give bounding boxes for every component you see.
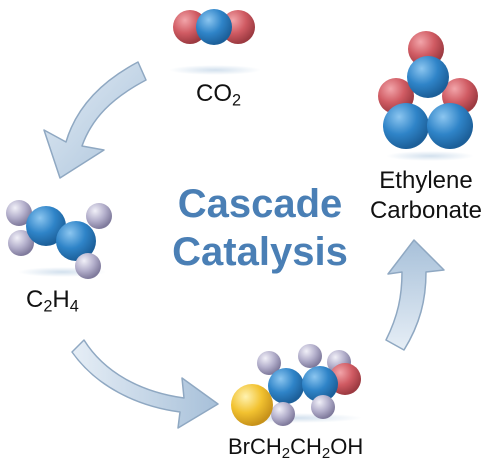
hydrogen-atom-icon (298, 344, 322, 368)
carbon-atom-icon (427, 103, 473, 149)
hydrogen-atom-icon (6, 200, 32, 226)
bromoethanol-label-part: CH (290, 434, 322, 459)
co2-molecule-icon (169, 9, 261, 75)
ethylene-carbonate-label-line-1: Ethylene (379, 167, 473, 194)
c2h4-label-part: H (52, 286, 70, 313)
hydrogen-atom-icon (75, 253, 101, 279)
ethylene-carbonate-label-line-2: Carbonate (369, 197, 483, 224)
hydrogen-atom-icon (257, 351, 281, 375)
hydrogen-atom-icon (86, 203, 112, 229)
ethylene-carbonate-label: Ethylene Carbonate (352, 166, 500, 226)
molecule-shadow (169, 65, 261, 75)
hydrogen-atom-icon (271, 402, 295, 426)
diagram-title: Cascade Catalysis (140, 180, 380, 276)
bromoethanol-molecule-icon (230, 344, 362, 426)
bromoethanol-label-subscript: 2 (281, 445, 291, 463)
bromoethanol-label: BrCH2CH2OH (228, 434, 364, 463)
ethylene-carbonate-molecule-icon (378, 31, 478, 161)
co2-label-subscript: 2 (232, 91, 242, 110)
hydrogen-atom-icon (8, 230, 34, 256)
bromoethanol-label-part: BrCH (228, 434, 282, 459)
carbon-atom-icon (196, 9, 232, 45)
carbon-atom-icon (407, 56, 449, 98)
title-line-1: Cascade (177, 182, 343, 226)
c2h4-label-subscript: 2 (43, 297, 53, 316)
bromoethanol-label-subscript: 2 (321, 445, 331, 463)
bromine-atom-icon (231, 384, 273, 426)
c2h4-label: C2H4 (26, 286, 79, 316)
co2-label: CO2 (196, 80, 242, 110)
c2h4-label-subscript: 4 (69, 297, 79, 316)
arrow-bromoethanol-to-carbonate (385, 239, 445, 351)
arrow-c2h4-to-bromoethanol (71, 339, 219, 429)
c2h4-molecule-icon (6, 200, 112, 279)
arrow-co2-to-c2h4 (43, 61, 147, 179)
title-line-2: Catalysis (172, 230, 348, 274)
carbon-atom-icon (302, 366, 338, 402)
carbon-atom-icon (26, 206, 66, 246)
carbon-atom-icon (56, 221, 96, 261)
c2h4-label-part: C (26, 286, 44, 313)
molecule-shadow (386, 151, 474, 161)
co2-label-part: CO (196, 80, 232, 107)
carbon-atom-icon (268, 368, 304, 404)
carbon-atom-icon (383, 103, 429, 149)
hydrogen-atom-icon (311, 395, 335, 419)
bromoethanol-label-part: OH (330, 434, 364, 459)
